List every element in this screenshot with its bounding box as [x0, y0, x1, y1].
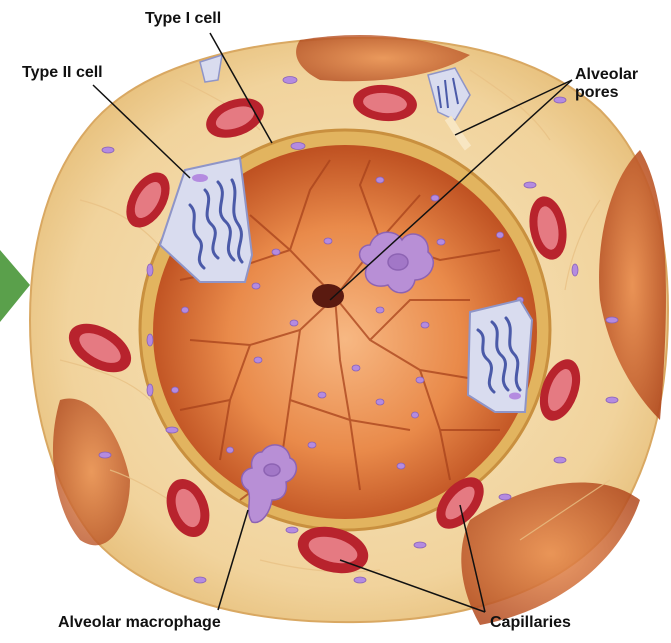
alveolar-duct-opening	[312, 284, 344, 308]
label-alveolar-pores: Alveolar pores	[575, 66, 655, 102]
label-capillaries: Capillaries	[490, 614, 571, 632]
type-two-cell-right	[468, 300, 532, 412]
pointer-arrow	[0, 250, 30, 322]
label-type-two-cell: Type II cell	[22, 64, 103, 82]
label-type-one-cell: Type I cell	[145, 10, 221, 28]
label-alveolar-macrophage: Alveolar macrophage	[58, 614, 221, 632]
